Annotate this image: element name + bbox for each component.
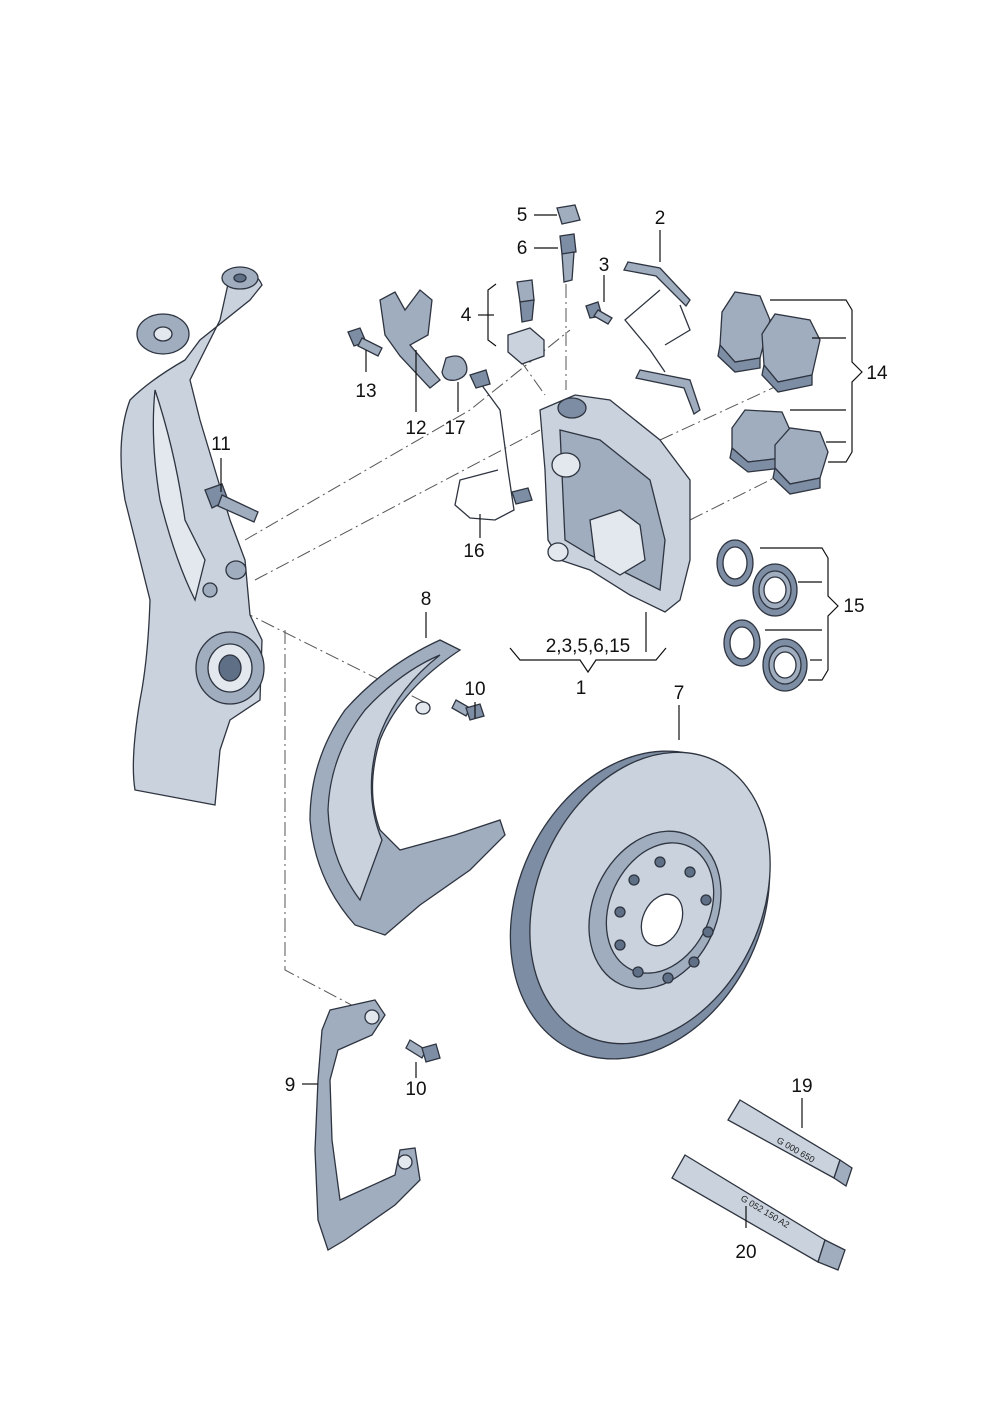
label-13: 13 bbox=[355, 381, 376, 402]
label-10-upper: 10 bbox=[464, 679, 485, 700]
brake-pads-14 bbox=[717, 291, 829, 495]
seal-kit-15 bbox=[716, 539, 808, 692]
anti-rattle-spring-2 bbox=[623, 261, 701, 415]
leader-lines bbox=[220, 214, 863, 1228]
bolt-11 bbox=[204, 483, 259, 523]
label-3: 3 bbox=[599, 255, 610, 276]
label-11: 11 bbox=[211, 434, 231, 455]
label-6: 6 bbox=[517, 238, 528, 259]
label-20: 20 bbox=[735, 1242, 756, 1263]
label-14: 14 bbox=[866, 363, 888, 384]
label-5: 5 bbox=[517, 205, 528, 226]
label-10-lower: 10 bbox=[405, 1079, 426, 1100]
brake-line-16 bbox=[454, 369, 533, 521]
assembly-lines bbox=[239, 260, 791, 1021]
part-labels: 1 2,3,5,6,15 2 3 4 5 6 7 8 9 10 10 11 12… bbox=[211, 205, 888, 1263]
label-12: 12 bbox=[405, 418, 426, 439]
label-1: 1 bbox=[576, 678, 587, 699]
label-2: 2 bbox=[655, 208, 666, 229]
label-7: 7 bbox=[674, 683, 685, 704]
label-19: 19 bbox=[791, 1076, 812, 1097]
label-4: 4 bbox=[461, 305, 472, 326]
grease-tube-19: G 000 650 bbox=[727, 1099, 853, 1188]
bolt-3 bbox=[585, 301, 613, 325]
bolt-13 bbox=[347, 327, 383, 357]
label-9: 9 bbox=[285, 1075, 296, 1096]
label-1-group: 2,3,5,6,15 bbox=[546, 636, 631, 657]
disc-bolt-holes bbox=[614, 856, 714, 984]
brake-disc-7 bbox=[509, 750, 771, 1060]
grease-tube-20: G 052 150 A2 bbox=[671, 1154, 846, 1271]
splash-shield-8 bbox=[309, 639, 506, 936]
bleeder-cap-5 bbox=[556, 204, 581, 225]
line-bracket-12 bbox=[379, 289, 441, 389]
label-15: 15 bbox=[843, 596, 864, 617]
label-17: 17 bbox=[444, 418, 465, 439]
steering-knuckle bbox=[120, 266, 265, 806]
guide-bolt-4 bbox=[507, 279, 545, 365]
shield-bracket-9 bbox=[314, 999, 421, 1251]
label-8: 8 bbox=[421, 589, 432, 610]
bolt-10-upper bbox=[451, 699, 485, 721]
clip-17 bbox=[441, 355, 468, 381]
bolt-10-lower bbox=[405, 1039, 441, 1063]
brake-caliper-1 bbox=[539, 394, 691, 613]
bleeder-valve-6 bbox=[559, 233, 577, 283]
label-16: 16 bbox=[463, 541, 484, 562]
